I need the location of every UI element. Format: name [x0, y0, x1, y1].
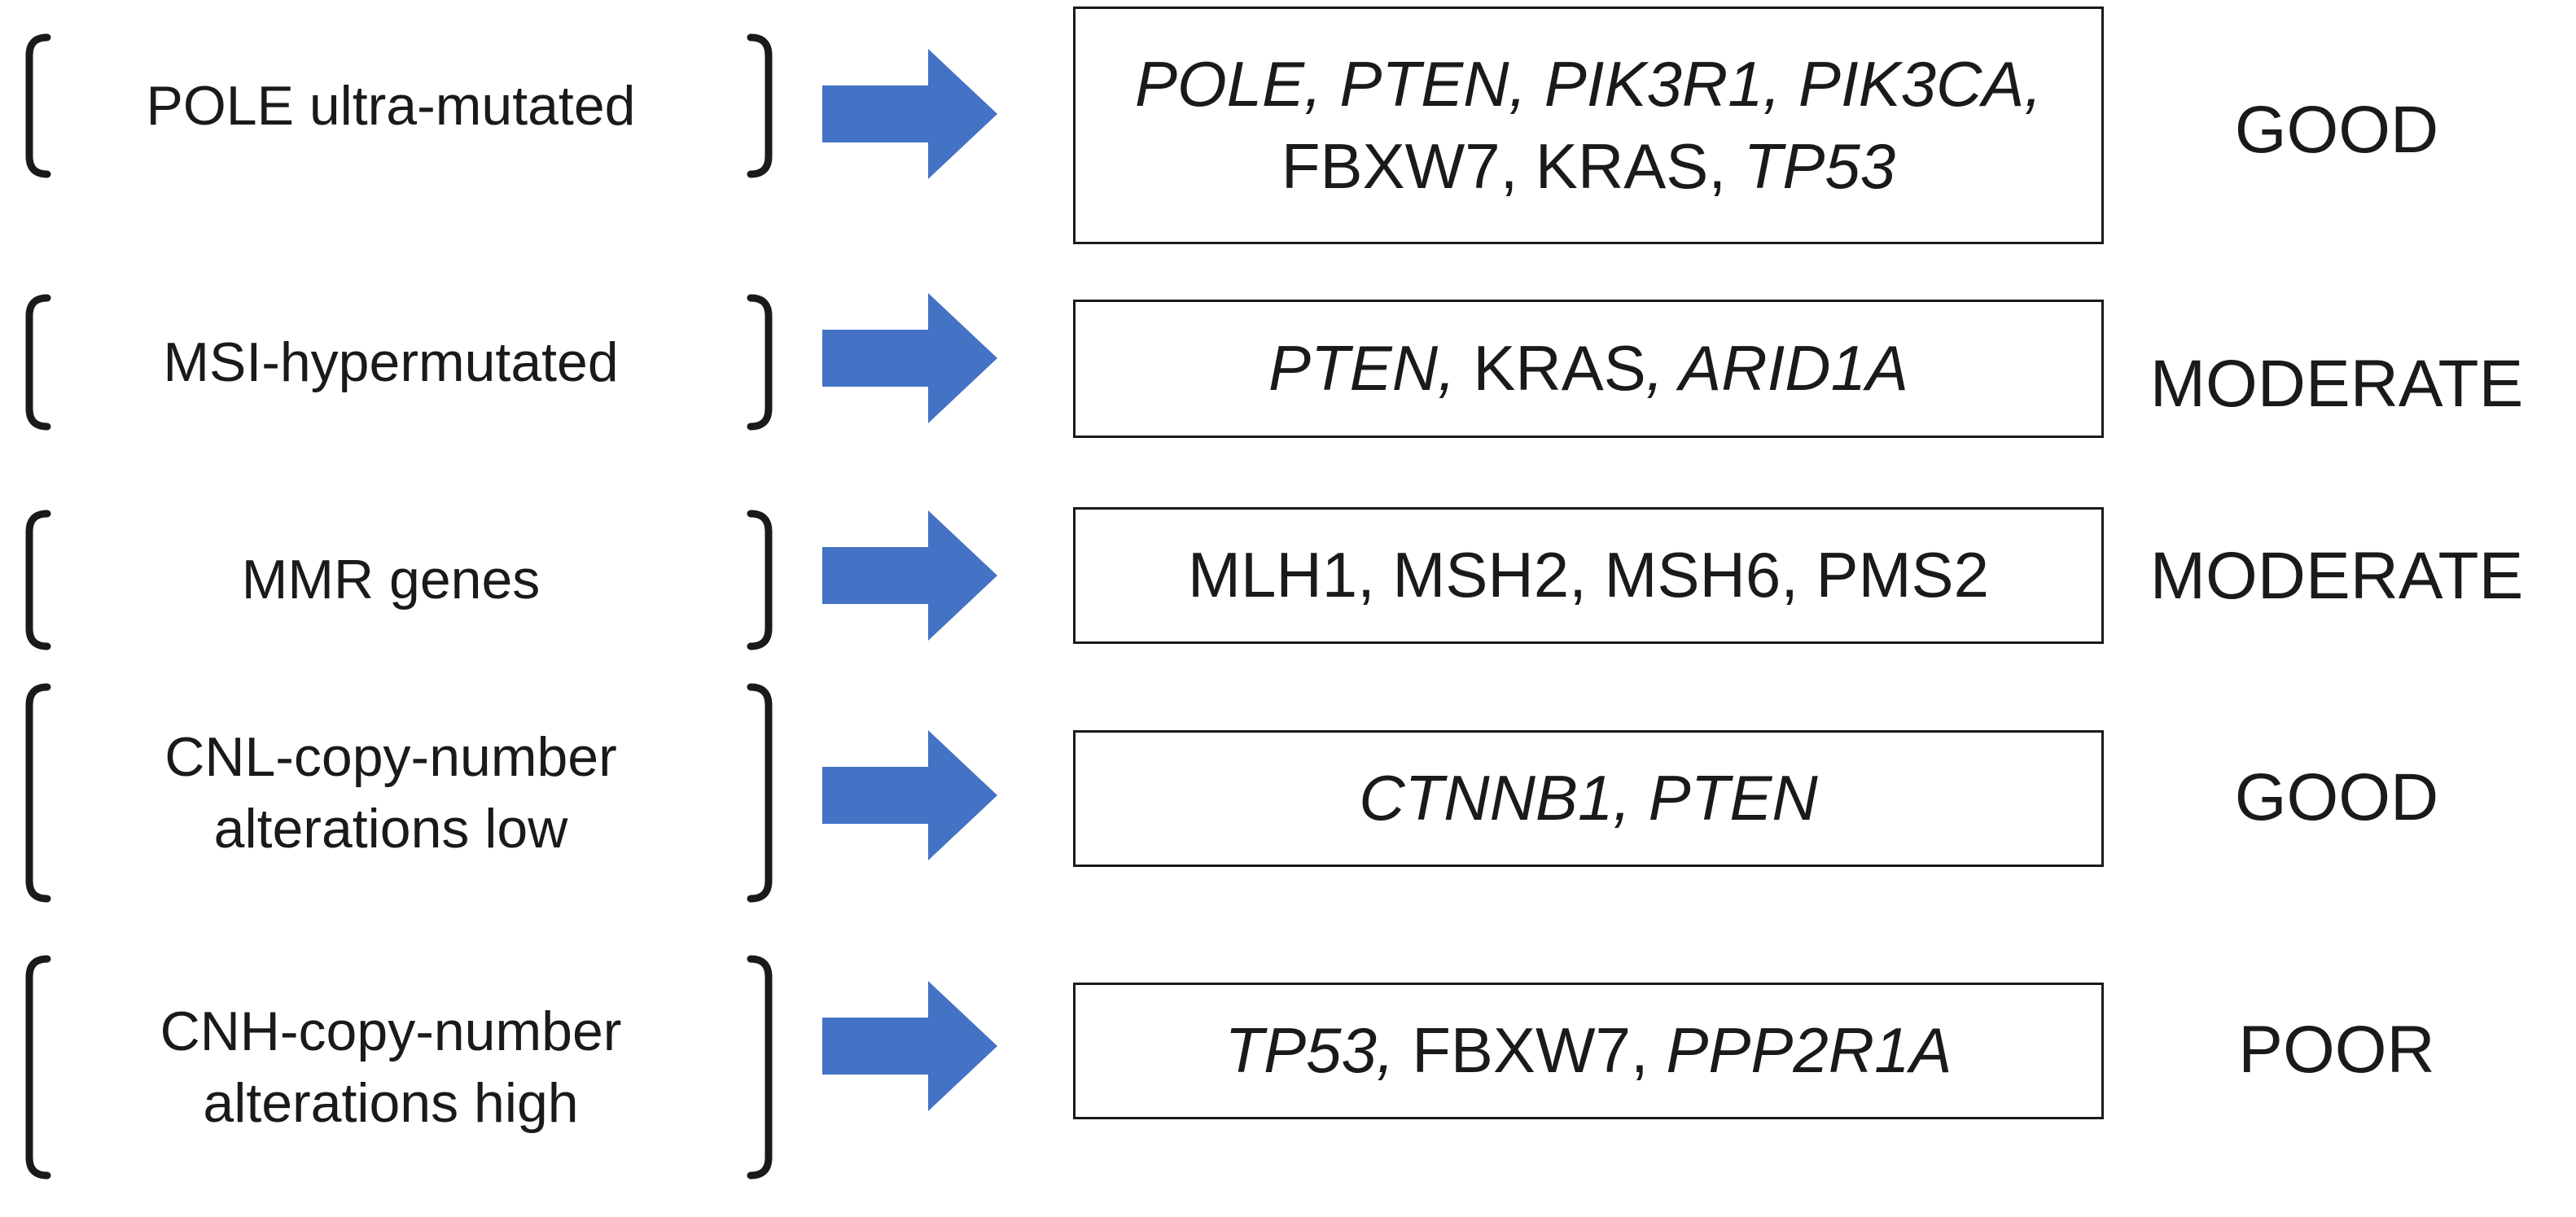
gene-name: FBXW7, KRAS,	[1281, 130, 1744, 202]
subtype-label-line: alterations high	[203, 1072, 579, 1134]
subtype-row: MMR genes	[0, 509, 2576, 651]
right-arrow-icon	[822, 293, 997, 423]
arrow-shape	[822, 293, 997, 423]
gene-line: CTNNB1, PTEN	[1359, 757, 1817, 839]
subtype-label: CNH-copy-number alterations high	[49, 954, 733, 1180]
subtype-row: CNH-copy-number alterations high	[0, 954, 2576, 1180]
subtype-bracket	[24, 509, 773, 651]
prognosis-label: MODERATE	[2149, 347, 2524, 421]
subtype-label-line: alterations low	[213, 798, 568, 860]
gene-name: KRAS	[1455, 332, 1646, 405]
right-arrow-icon	[822, 510, 997, 641]
gene-name-italic: POLE, PTEN, PIK3R1, PIK3CA,	[1134, 47, 2043, 120]
left-bracket	[25, 294, 51, 431]
subtype-label-line: MSI-hypermutated	[163, 331, 619, 393]
subtype-row: POLE ultra-mutated	[0, 33, 2576, 179]
subtype-row: CNL-copy-number alterations low	[0, 682, 2576, 904]
left-bracket	[25, 33, 51, 178]
subtype-label: MSI-hypermutated	[49, 293, 733, 431]
gene-name-italic: CTNNB1, PTEN	[1359, 762, 1818, 834]
genes-box: POLE, PTEN, PIK3R1, PIK3CA,FBXW7, KRAS, …	[1073, 7, 2104, 244]
subtype-bracket	[24, 33, 773, 179]
subtype-row: MSI-hypermutated	[0, 293, 2576, 431]
genes-box: PTEN, KRAS, ARID1A	[1073, 300, 2104, 438]
subtype-bracket	[24, 954, 773, 1180]
arrow-shape	[822, 981, 997, 1111]
left-bracket	[25, 510, 51, 650]
genes-box: CTNNB1, PTEN	[1073, 730, 2104, 867]
genes-box: TP53, FBXW7, PPP2R1A	[1073, 983, 2104, 1119]
left-bracket	[25, 955, 51, 1180]
right-bracket	[747, 955, 773, 1180]
gene-name-italic: TP53	[1743, 130, 1896, 202]
subtype-bracket	[24, 682, 773, 904]
subtype-bracket	[24, 293, 773, 431]
prognosis-label: POOR	[2238, 1013, 2435, 1087]
subtype-label-line: CNH-copy-number	[160, 1000, 622, 1062]
right-bracket	[747, 683, 773, 903]
genes-box: MLH1, MSH2, MSH6, PMS2	[1073, 507, 2104, 644]
right-arrow-icon	[822, 49, 997, 179]
gene-line: POLE, PTEN, PIK3R1, PIK3CA,	[1135, 43, 2042, 125]
prognosis-label: GOOD	[2234, 760, 2439, 834]
gene-name-italic: TP53,	[1224, 1014, 1395, 1087]
arrow-shape	[822, 510, 997, 641]
gene-name: FBXW7,	[1394, 1014, 1667, 1087]
arrow-shape	[822, 49, 997, 179]
gene-name-italic: PTEN,	[1268, 332, 1456, 405]
subtype-label-line: POLE ultra-mutated	[146, 74, 636, 137]
right-arrow-icon	[822, 730, 997, 860]
gene-line: MLH1, MSH2, MSH6, PMS2	[1188, 534, 1989, 616]
subtype-label: POLE ultra-mutated	[49, 33, 733, 179]
gene-line: PTEN, KRAS, ARID1A	[1268, 327, 1908, 409]
right-arrow-icon	[822, 981, 997, 1111]
subtype-label: MMR genes	[49, 509, 733, 651]
prognosis-label: GOOD	[2234, 93, 2439, 167]
right-bracket	[747, 294, 773, 431]
gene-line: TP53, FBXW7, PPP2R1A	[1224, 1009, 1952, 1092]
subtype-label-line: MMR genes	[241, 549, 541, 611]
prognosis-label: MODERATE	[2149, 539, 2524, 613]
left-bracket	[25, 683, 51, 903]
subtype-label: CNL-copy-number alterations low	[49, 682, 733, 904]
gene-line: FBXW7, KRAS, TP53	[1281, 125, 1895, 208]
right-bracket	[747, 510, 773, 650]
gene-name-italic: PPP2R1A	[1666, 1014, 1952, 1087]
arrow-shape	[822, 730, 997, 860]
gene-name-italic: , ARID1A	[1645, 332, 1908, 405]
subtype-label-line: CNL-copy-number	[164, 725, 617, 788]
right-bracket	[747, 33, 773, 178]
gene-name: MLH1, MSH2, MSH6, PMS2	[1188, 539, 1989, 611]
